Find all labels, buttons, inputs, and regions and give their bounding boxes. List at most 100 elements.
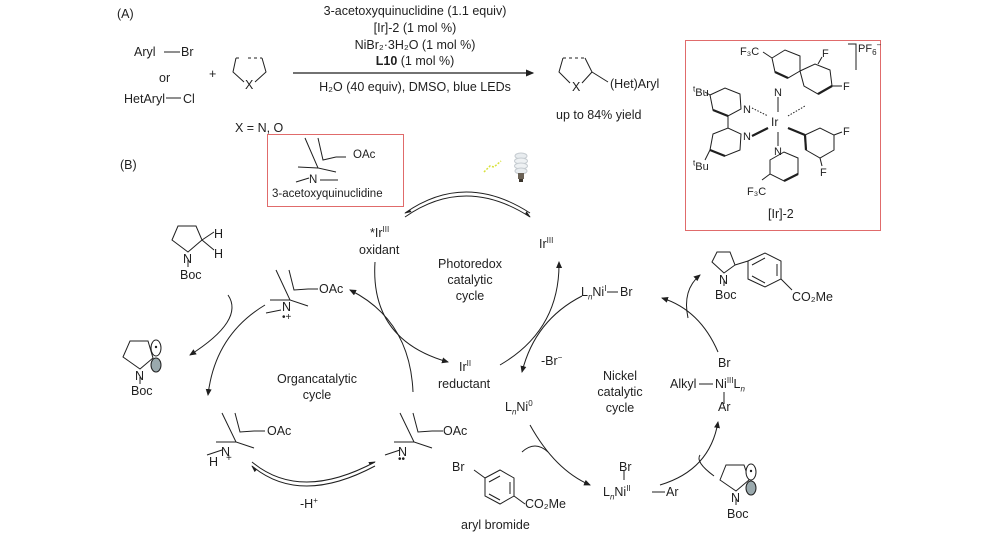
reactant-br: Br: [181, 45, 194, 59]
n-label-1: N: [743, 104, 751, 116]
ni2-species: LnNiII: [603, 483, 631, 501]
ni3-alkyl: Alkyl: [670, 377, 697, 391]
radical-cation-oac: OAc: [319, 282, 344, 296]
yield-text: up to 84% yield: [556, 108, 642, 122]
reduced-ir-ox: II: [466, 358, 472, 368]
catalyst-label: [Ir]-2: [768, 207, 794, 221]
aryl-bromide-ester: CO₂Me: [525, 497, 566, 511]
ring-product-icon: [558, 57, 609, 84]
f-label-1: F: [822, 48, 829, 60]
nickel-cycle-line2: catalytic: [597, 385, 643, 399]
deprotonation-label: -H+: [300, 495, 318, 511]
counterion-charge: −: [876, 40, 882, 50]
ni0-n: n: [511, 407, 517, 417]
condition-nickel: NiBr₂·3H₂O (1 mol %): [354, 38, 476, 52]
organo-cycle-line1: Organcatalytic: [277, 372, 357, 386]
panel-label-a: (A): [117, 7, 134, 21]
deprotonation-h: -H: [300, 497, 314, 511]
arrow-ni3-to-ni1: [661, 296, 719, 353]
cf3-top: F₃C: [740, 46, 760, 58]
arrow-product-release: [686, 274, 701, 319]
quinuclidine-radical-cation: [265, 269, 318, 314]
product-boc: Boc: [715, 288, 737, 302]
excited-ir: *IrIII: [370, 225, 389, 240]
bromide-loss-charge: −: [557, 352, 563, 362]
counterion: PF6−: [858, 40, 882, 58]
ni3-species: NiIIILn: [715, 375, 745, 394]
aryl-bromide-label: aryl bromide: [461, 518, 530, 532]
ni3-ox: III: [726, 375, 734, 385]
condition-solvent: H₂O (40 equiv), DMSO, blue LEDs: [319, 80, 511, 94]
arrow-deprotonation: [251, 461, 376, 483]
quinuclidine-protonated: [206, 412, 265, 456]
n-label-2: N: [743, 131, 751, 143]
arrow-quinuclidine-oxidation: [349, 289, 414, 393]
catalyst-box: [685, 40, 881, 231]
protonated-charge: +: [226, 453, 232, 464]
ni1-metal: Ni: [592, 285, 605, 299]
arrow-oxidant-to-reductant: [374, 261, 449, 364]
arrow-radical-input: [698, 454, 715, 477]
arrow-ni2-to-ni3: [659, 421, 720, 486]
arrow-aryl-bromide-input: [521, 445, 549, 453]
reductant-label: reductant: [438, 377, 491, 391]
n-label-3: N: [774, 87, 782, 99]
tbu-bottom: tBu: [693, 159, 709, 174]
radical-right-n: N: [731, 491, 741, 505]
product-ester: CO₂Me: [792, 290, 833, 304]
ir-complex-structure: [704, 43, 857, 182]
condition-ligand: L10 (1 mol %): [300, 54, 530, 68]
ni1-species: LnNiI: [581, 283, 607, 301]
arrow-ni0-to-ni2: [529, 424, 591, 486]
aryl-bromide-br: Br: [452, 460, 465, 474]
ni2-metal: Ni: [614, 485, 627, 499]
alpha-amino-radical-left: [122, 340, 154, 384]
ni2-l: L: [603, 485, 610, 499]
iridium-center: Ir: [771, 115, 779, 129]
ring-note: X = N, O: [235, 121, 284, 135]
arrow-reductant-to-ground: [499, 261, 563, 366]
ni1-ox: I: [604, 283, 607, 293]
ni1-br: Br: [620, 285, 633, 299]
arrow-substrate-to-radical: [189, 294, 233, 356]
reactant-aryl: Aryl: [134, 45, 156, 59]
ni1-l: L: [581, 285, 588, 299]
f-label-3: F: [843, 126, 850, 138]
ground-ir: IrIII: [539, 236, 553, 251]
tbu-bottom-bu: Bu: [695, 161, 709, 173]
oxidant-label: oxidant: [359, 243, 400, 257]
n-label-4: N: [774, 146, 782, 158]
excited-ir-symbol: *Ir: [370, 226, 383, 240]
neutral-lone-pair: ••: [398, 454, 406, 465]
ni3-ar: Ar: [718, 400, 731, 414]
product-n: N: [719, 273, 729, 287]
counterion-sub: 6: [872, 48, 877, 58]
quinuclidine-oac: OAc: [353, 149, 376, 161]
ligand-name: L10: [375, 54, 398, 68]
substrate-n: N: [183, 252, 193, 266]
substrate-h2: H: [214, 247, 224, 261]
deprotonation-charge: +: [313, 495, 318, 505]
plus-sign: +: [209, 67, 217, 81]
ni0-l: L: [505, 400, 512, 414]
ni2-ox: II: [626, 483, 631, 493]
photoredox-cycle-line3: cycle: [455, 289, 485, 303]
ni3-l: L: [733, 377, 741, 391]
ni3-n: n: [740, 384, 745, 394]
radical-right-boc: Boc: [727, 507, 749, 521]
protonated-n: N: [221, 445, 231, 459]
photoredox-cycle-line1: Photoredox: [438, 257, 502, 271]
nickel-cycle-line3: cycle: [605, 401, 635, 415]
ni2-br: Br: [619, 460, 632, 474]
quinuclidine-label: 3-acetoxyquinuclidine: [272, 188, 383, 200]
nickel-cycle-line1: Nickel: [602, 369, 638, 383]
radical-dot: [749, 469, 753, 473]
ni0-metal: Ni: [516, 400, 529, 414]
arrow-protonation: [251, 465, 376, 487]
ni0-species: LnNi0: [505, 399, 533, 417]
radical-left-n: N: [135, 369, 145, 383]
tbu-top-bu: Bu: [695, 87, 709, 99]
quinuclidine-box: [267, 134, 404, 207]
radical-left-boc: Boc: [131, 384, 153, 398]
neutral-n: N: [398, 445, 408, 459]
